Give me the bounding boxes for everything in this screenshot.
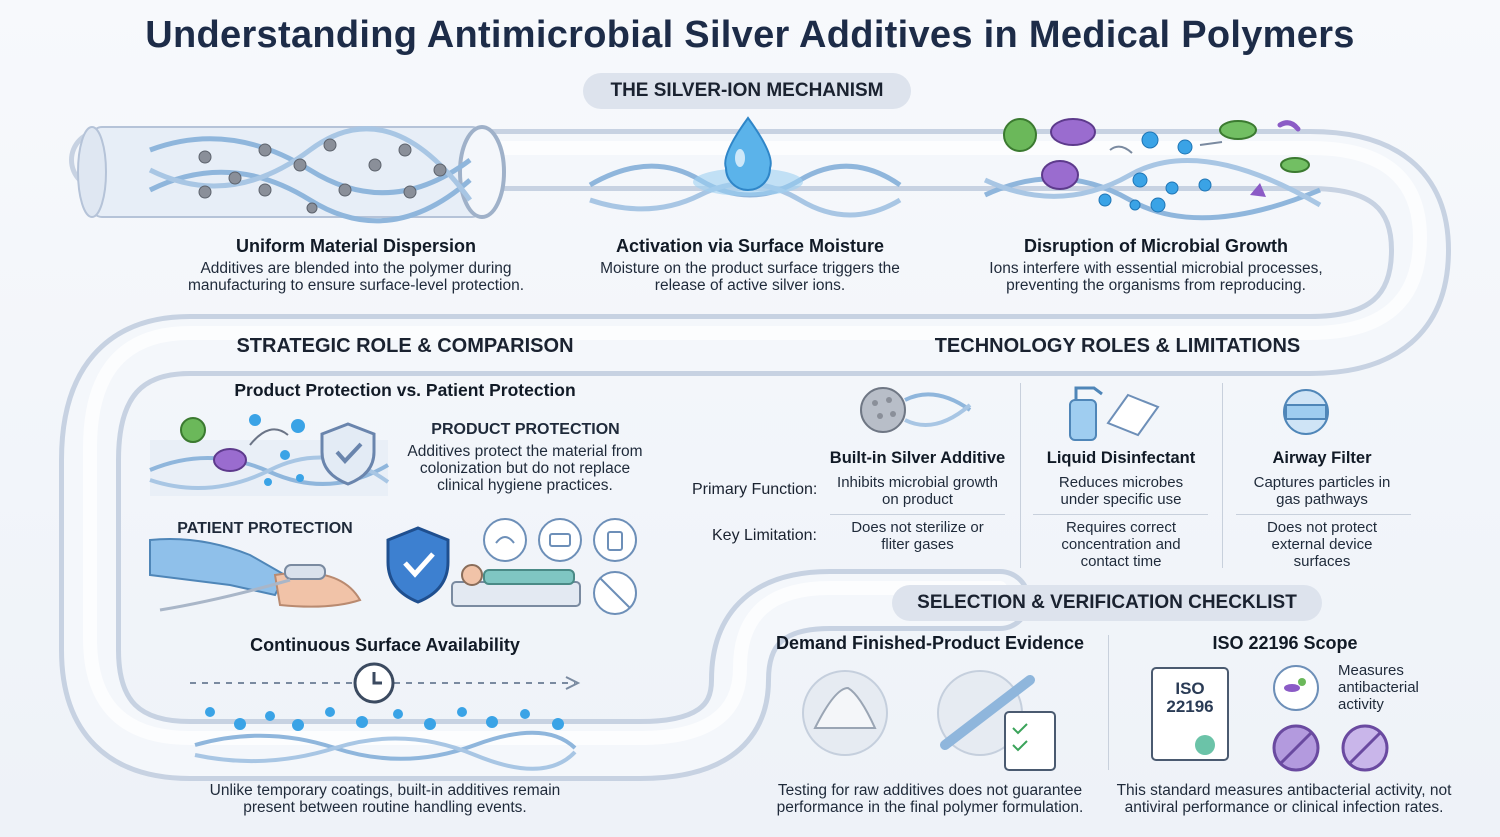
divider xyxy=(1236,514,1411,515)
finished-product-icon xyxy=(937,670,1056,771)
airway-filter-icon xyxy=(1283,389,1329,435)
continuous-text: Unlike temporary coatings, built-in addi… xyxy=(209,782,561,816)
disinfectant-icon xyxy=(1069,386,1160,441)
step-1-title: Uniform Material Dispersion xyxy=(235,236,477,256)
iso-text: This standard measures antibacterial act… xyxy=(1116,782,1452,816)
patient-protection-label: PATIENT PROTECTION xyxy=(177,520,353,537)
divider xyxy=(1222,383,1223,568)
evidence-text: Testing for raw additives does not guara… xyxy=(776,782,1084,816)
strategic-subtitle: Product Protection vs. Patient Protectio… xyxy=(234,380,576,400)
row-label-limitation: Key Limitation: xyxy=(712,527,817,544)
roles-heading: TECHNOLOGY ROLES & LIMITATIONS xyxy=(934,335,1301,357)
product-protection-illustration xyxy=(149,414,390,496)
polymer-cylinder-icon xyxy=(77,125,506,224)
col-silver-additive: Built-in Silver Additive xyxy=(829,449,1006,467)
continuous-title: Continuous Surface Availability xyxy=(250,635,520,655)
strategic-heading: STRATEGIC ROLE & COMPARISON xyxy=(236,335,574,357)
iso-doc-line2: 22196 xyxy=(1166,697,1214,716)
page-title: Understanding Antimicrobial Silver Addit… xyxy=(145,14,1355,56)
silver-additive-icon xyxy=(860,387,972,433)
checklist-heading: SELECTION & VERIFICATION CHECKLIST xyxy=(892,585,1322,621)
continuous-availability-illustration xyxy=(190,662,581,771)
cell-silver-limitation: Does not sterilize or fliter gases xyxy=(851,519,984,553)
evidence-title: Demand Finished-Product Evidence xyxy=(775,633,1085,653)
cell-silver-function: Inhibits microbial growth on product xyxy=(837,474,998,508)
cell-filter-function: Captures particles in gas pathways xyxy=(1253,474,1391,508)
step-2-title: Activation via Surface Moisture xyxy=(615,236,885,256)
moisture-drop-icon xyxy=(588,116,902,218)
iso-document-icon xyxy=(1151,667,1229,761)
mechanism-heading: THE SILVER-ION MECHANISM xyxy=(583,73,911,109)
iso-doc-line1: ISO xyxy=(1175,679,1205,698)
step-2-text: Moisture on the product surface triggers… xyxy=(600,260,900,294)
divider xyxy=(1108,635,1109,770)
product-protection-text: Additives protect the material from colo… xyxy=(407,443,643,494)
step-3-title: Disruption of Microbial Growth xyxy=(1024,236,1288,256)
iso-title: ISO 22196 Scope xyxy=(1212,633,1358,653)
iso-measures-text: Measures antibacterial activity xyxy=(1338,662,1419,713)
cell-filter-limitation: Does not protect external device surface… xyxy=(1266,519,1378,570)
iso-measure-icons xyxy=(1272,665,1389,772)
divider xyxy=(830,514,1005,515)
col-liquid-disinfectant: Liquid Disinfectant xyxy=(1046,449,1196,467)
row-label-function: Primary Function: xyxy=(692,481,818,498)
cell-disinfectant-function: Reduces microbes under specific use xyxy=(1058,474,1184,508)
divider xyxy=(1020,383,1021,568)
patient-protection-illustration xyxy=(149,518,637,615)
microbe-disruption-icon xyxy=(983,118,1322,221)
step-1-text: Additives are blended into the polymer d… xyxy=(187,260,524,294)
col-airway-filter: Airway Filter xyxy=(1272,449,1372,467)
step-3-text: Ions interfere with essential microbial … xyxy=(989,260,1323,294)
product-protection-label: PRODUCT PROTECTION xyxy=(431,421,620,438)
raw-powder-icon xyxy=(802,670,888,756)
divider xyxy=(1033,514,1208,515)
cell-disinfectant-limitation: Requires correct concentration and conta… xyxy=(1061,519,1181,570)
